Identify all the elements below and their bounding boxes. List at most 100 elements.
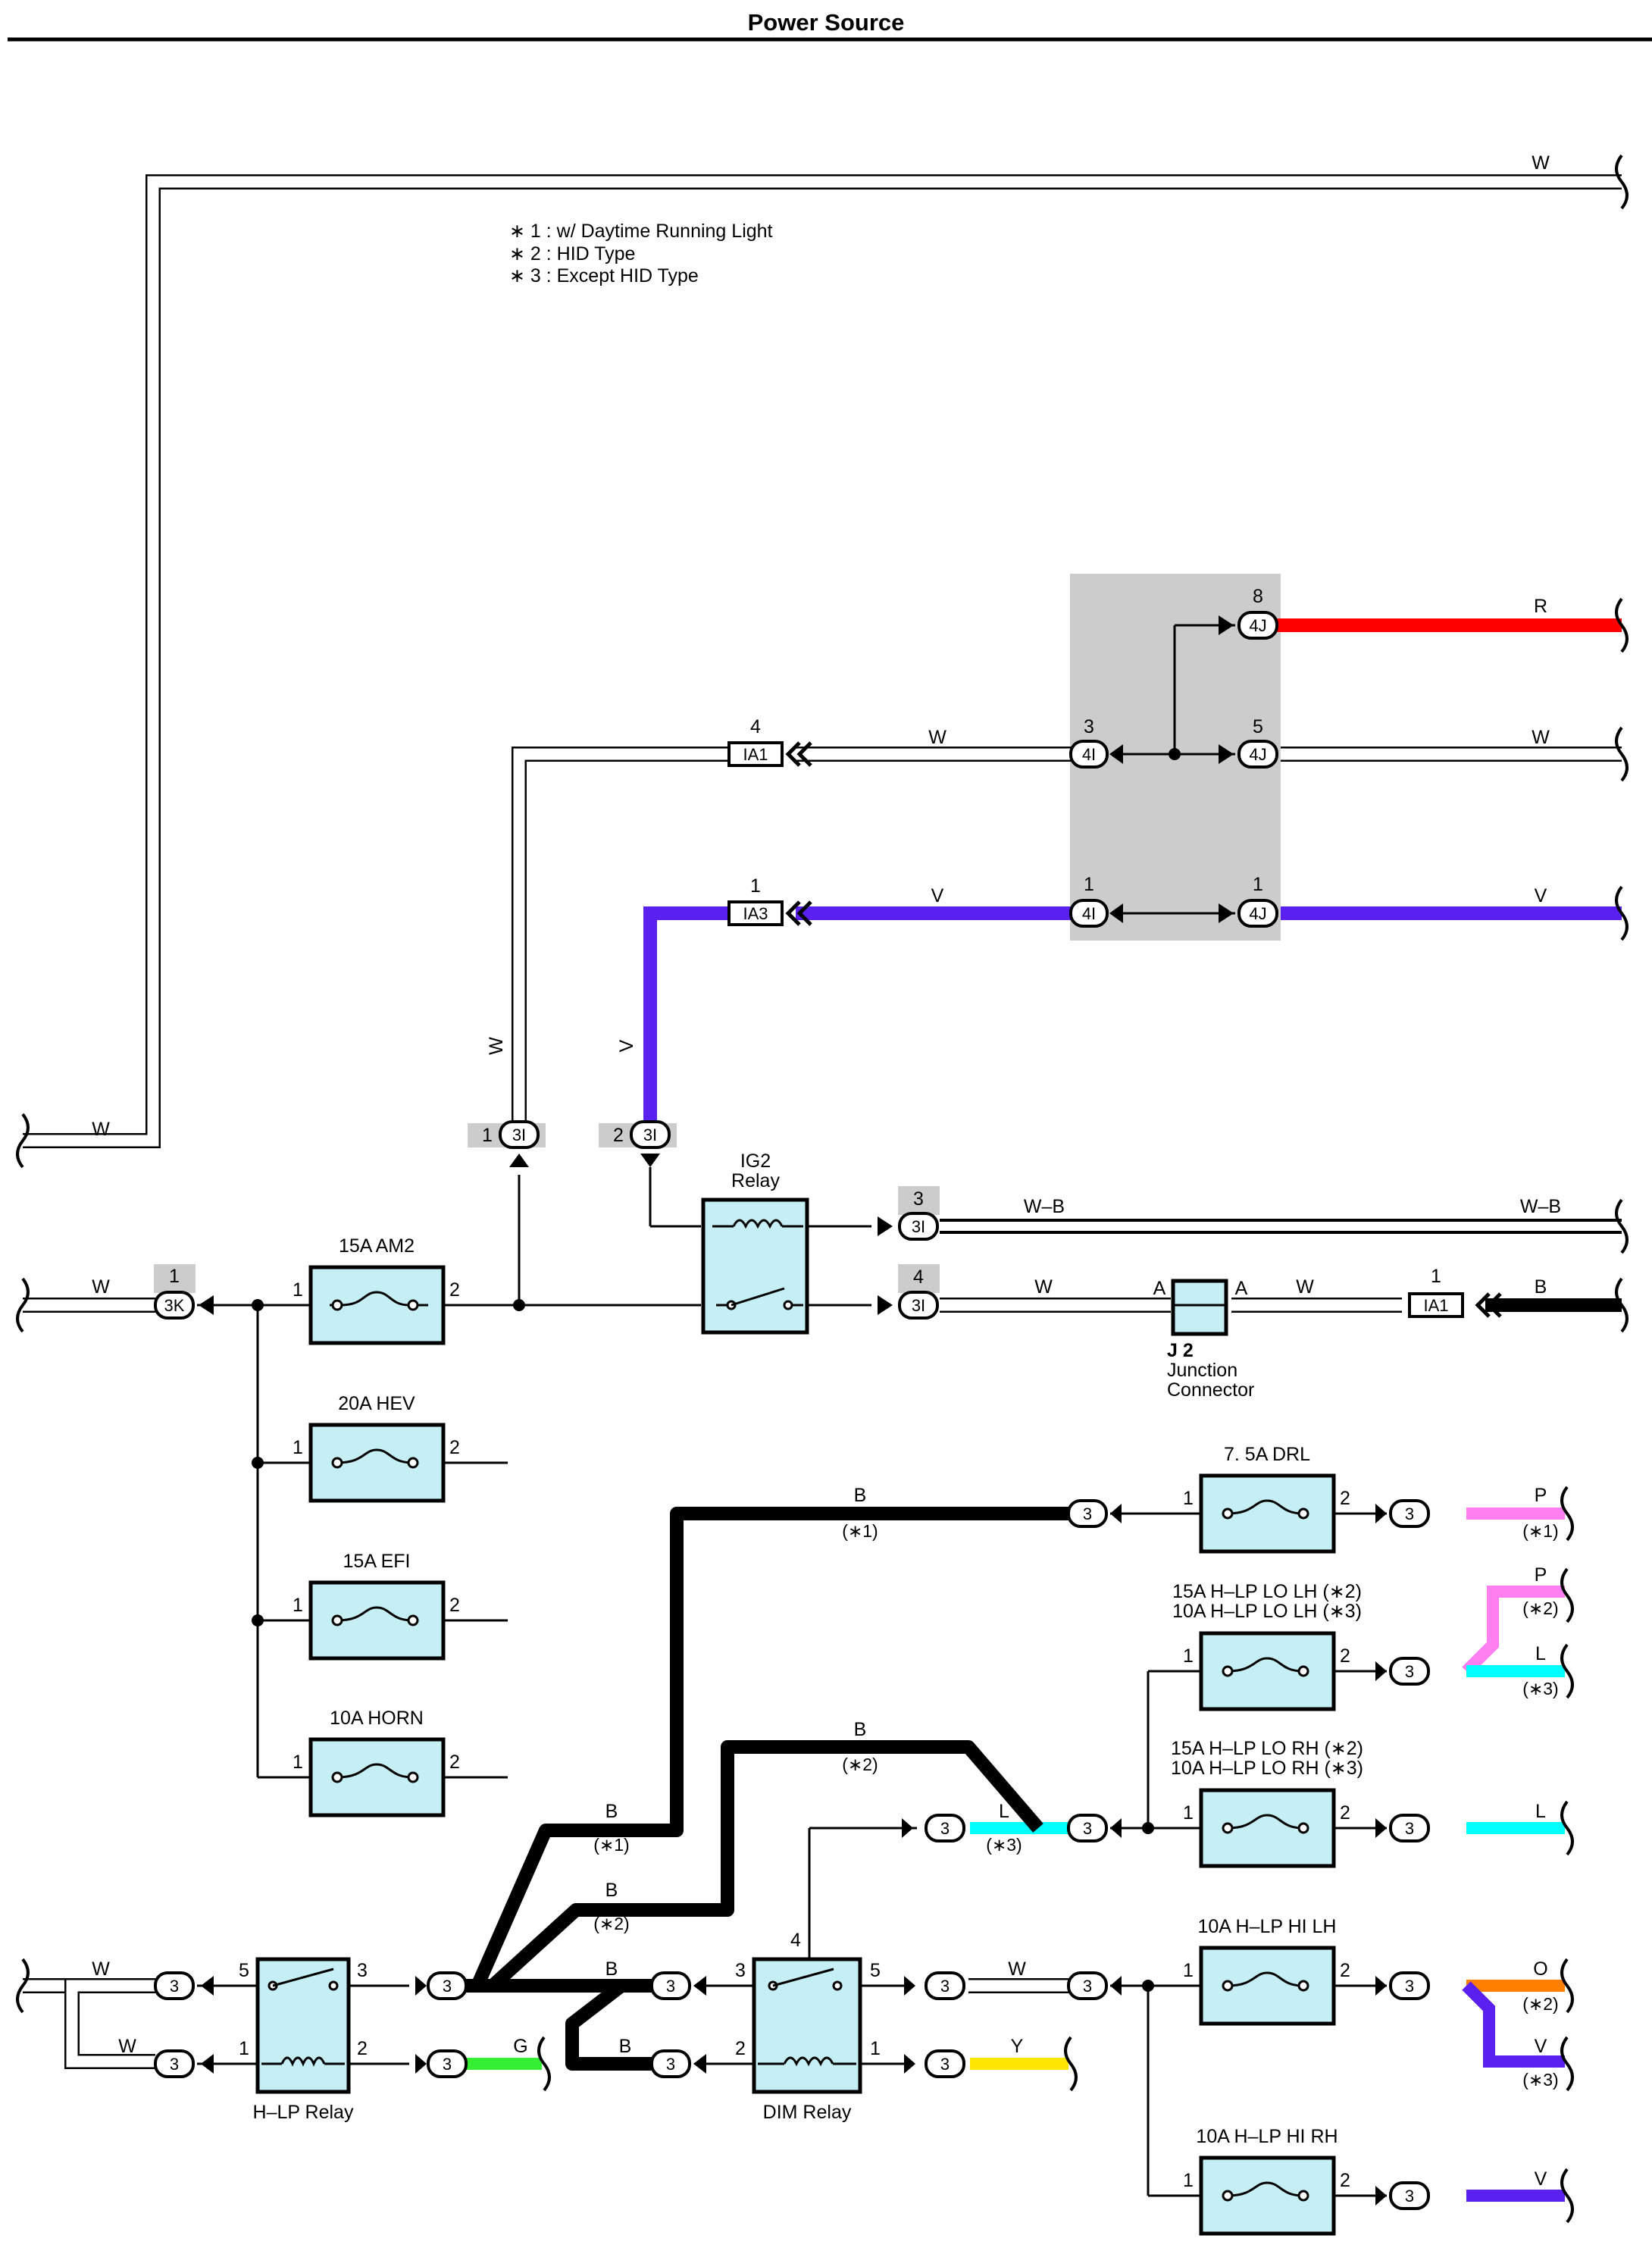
connector-3-dim-l: 3: [902, 1814, 965, 1842]
fuse-am2: 15A AM2 1 2: [293, 1235, 460, 1345]
connector-3i-1: 3I 1: [468, 1120, 546, 1167]
svg-text:15A EFI: 15A EFI: [343, 1551, 411, 1572]
svg-text:1: 1: [1431, 1266, 1441, 1287]
svg-text:W: W: [928, 727, 946, 748]
svg-text:G: G: [513, 2036, 527, 2057]
svg-text:5: 5: [870, 1960, 881, 1981]
svg-text:8: 8: [1253, 586, 1263, 607]
ig2-relay: IG2 Relay: [701, 1151, 809, 1335]
svg-text:1: 1: [293, 1752, 303, 1773]
svg-text:4J: 4J: [1249, 616, 1266, 635]
svg-text:1: 1: [1084, 874, 1094, 895]
svg-text:Relay: Relay: [731, 1170, 780, 1191]
fuse-horn: 10A HORN 1 2: [293, 1708, 460, 1817]
svg-text:20A HEV: 20A HEV: [338, 1393, 415, 1414]
svg-text:4: 4: [790, 1930, 801, 1951]
svg-text:2: 2: [613, 1125, 624, 1146]
svg-text:2: 2: [1340, 1645, 1350, 1667]
connector-3-hirh-out: 3: [1375, 2181, 1430, 2210]
connector-3-lo-in: 3: [1067, 1814, 1122, 1842]
svg-text:V: V: [1535, 2036, 1547, 2057]
svg-text:(∗2): (∗2): [1522, 1598, 1558, 1618]
svg-text:(∗2): (∗2): [842, 1755, 878, 1774]
connector-3-lolh-out: 3: [1375, 1657, 1430, 1686]
svg-text:(∗3): (∗3): [986, 1835, 1022, 1855]
connector-3i-4: 4 3I: [878, 1264, 940, 1320]
wb-wire: [940, 1219, 1622, 1234]
svg-text:3K: 3K: [164, 1296, 185, 1315]
fuse-hi-lh: 10A H–LP HI LH 1 2: [1183, 1916, 1350, 2026]
svg-text:2: 2: [449, 1279, 460, 1301]
colored-wires: [466, 618, 1622, 2202]
svg-text:4J: 4J: [1249, 904, 1266, 923]
fuse-hi-rh: 10A H–LP HI RH 1 2: [1183, 2126, 1350, 2236]
svg-text:B: B: [605, 1880, 618, 1901]
svg-text:3I: 3I: [512, 1126, 526, 1144]
connector-3-lorh-out: 3: [1375, 1814, 1430, 1842]
svg-text:L: L: [1535, 1801, 1546, 1822]
svg-text:3: 3: [913, 1188, 924, 1210]
svg-text:3: 3: [1405, 1504, 1414, 1523]
svg-text:10A H–LP HI RH: 10A H–LP HI RH: [1196, 2126, 1338, 2147]
connector-3-dim-left-top: 3: [650, 1971, 706, 2000]
svg-text:3: 3: [443, 2055, 452, 2074]
svg-text:W–B: W–B: [1024, 1196, 1065, 1217]
svg-text:W: W: [92, 1958, 110, 1980]
svg-text:1: 1: [1183, 2170, 1194, 2191]
svg-text:2: 2: [449, 1437, 460, 1458]
svg-text:P: P: [1535, 1485, 1547, 1506]
svg-text:3: 3: [1405, 1819, 1414, 1838]
svg-text:10A H–LP HI LH: 10A H–LP HI LH: [1198, 1916, 1337, 1937]
svg-text:3: 3: [1083, 1977, 1092, 1996]
svg-text:W: W: [92, 1119, 110, 1140]
svg-text:W: W: [1296, 1276, 1314, 1298]
svg-text:1: 1: [870, 2038, 881, 2059]
svg-text:B: B: [1535, 1276, 1547, 1298]
svg-text:4: 4: [913, 1266, 924, 1288]
svg-text:3: 3: [735, 1960, 746, 1981]
fuse-hev: 20A HEV 1 2: [293, 1393, 460, 1503]
connector-ia1-4: IA1 4: [727, 716, 812, 767]
connector-3-drl-in: 3: [1067, 1499, 1122, 1528]
svg-text:4J: 4J: [1249, 745, 1266, 764]
page-title: Power Source: [748, 9, 905, 36]
svg-text:1: 1: [293, 1279, 303, 1301]
svg-text:1: 1: [169, 1266, 180, 1287]
svg-text:DIM Relay: DIM Relay: [763, 2102, 852, 2123]
svg-text:1: 1: [1253, 874, 1263, 895]
svg-text:1: 1: [1183, 1645, 1194, 1667]
svg-text:B: B: [854, 1719, 867, 1740]
svg-text:2: 2: [1340, 1802, 1350, 1824]
svg-text:3: 3: [666, 1977, 675, 1996]
svg-text:1: 1: [1183, 1960, 1194, 1981]
svg-text:3: 3: [443, 1977, 452, 1996]
svg-text:1: 1: [239, 2038, 249, 2059]
connector-3-hilh-out: 3: [1375, 1971, 1430, 2000]
connector-4j-5: 4J 5: [1219, 716, 1278, 769]
wire-break-symbols: [16, 154, 1629, 2224]
connector-3-hi-in: 3: [1067, 1971, 1122, 2000]
svg-text:3: 3: [940, 1977, 950, 1996]
connector-4i-1: 4I 1: [1069, 874, 1123, 928]
svg-text:W: W: [1008, 1958, 1026, 1980]
svg-text:2: 2: [735, 2038, 746, 2059]
svg-text:∗ 2 : HID Type: ∗ 2 : HID Type: [509, 243, 635, 265]
svg-text:3: 3: [1405, 1977, 1414, 1996]
svg-text:3: 3: [940, 2055, 950, 2074]
svg-text:W: W: [1532, 152, 1550, 174]
svg-text:Connector: Connector: [1167, 1379, 1254, 1401]
svg-text:(∗1): (∗1): [1522, 1521, 1558, 1541]
svg-text:2: 2: [1340, 1488, 1350, 1509]
svg-text:W–B: W–B: [1520, 1196, 1561, 1217]
svg-text:Y: Y: [1011, 2036, 1024, 2057]
svg-text:V: V: [616, 1039, 637, 1052]
svg-text:5: 5: [239, 1960, 249, 1981]
svg-text:2: 2: [449, 1752, 460, 1773]
svg-text:1: 1: [1183, 1488, 1194, 1509]
svg-text:3: 3: [1083, 1819, 1092, 1838]
svg-text:L: L: [999, 1801, 1009, 1822]
connector-3-hlp-left-bottom: 3: [154, 2049, 214, 2078]
hlp-relay: 5 3 1 2 H–LP Relay: [239, 1957, 368, 2123]
connector-ia1-1: IA1 1: [1408, 1266, 1502, 1318]
svg-text:15A AM2: 15A AM2: [339, 1235, 415, 1257]
